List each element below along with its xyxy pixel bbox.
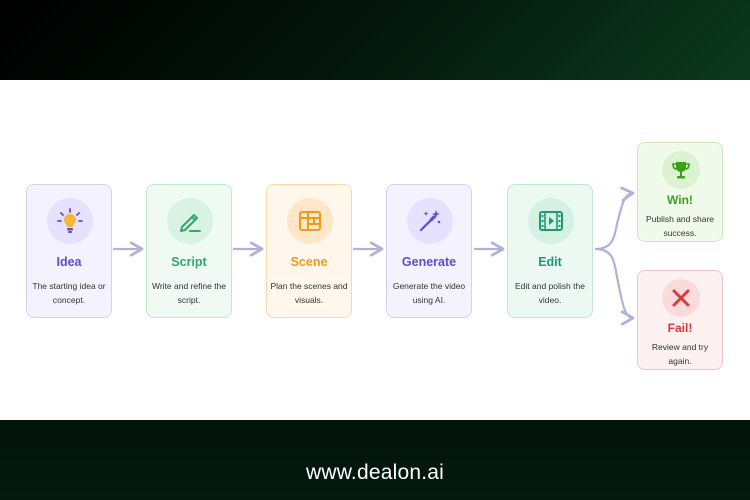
step-card-scene: Scene Plan the scenes and visuals.: [266, 184, 352, 318]
trophy-icon: [672, 162, 690, 179]
outcome-description: Review and try again.: [651, 342, 709, 366]
outcome-card-fail: Fail! Review and try again.: [637, 270, 723, 370]
step-title: Idea: [56, 255, 82, 269]
arrow-edit-to-fail: [594, 247, 635, 326]
bottom-background-band: [0, 420, 750, 500]
step-icon-circle: [167, 198, 213, 244]
outcome-card-win: Win! Publish and share success.: [637, 142, 723, 242]
outcome-description: Publish and share success.: [645, 214, 715, 238]
magic-wand-icon: [419, 210, 441, 232]
step-icon-circle: [407, 198, 453, 244]
layout-icon: [299, 211, 321, 231]
step-description: Plan the scenes and visuals.: [270, 281, 348, 305]
step-card-idea: Idea The starting idea or concept.: [26, 184, 112, 318]
pencil-icon: [180, 214, 201, 232]
step-title: Scene: [290, 255, 328, 269]
outcome-title: Fail!: [667, 321, 693, 335]
step-description: The starting idea or concept.: [32, 281, 106, 305]
outcome-icon-circle: [662, 151, 700, 189]
step-card-edit: Edit Edit and polish the video.: [507, 184, 593, 318]
step-title: Script: [171, 255, 207, 269]
footer-website-url: www.dealon.ai: [305, 461, 444, 484]
arrow-edit-to-win: [594, 186, 635, 251]
step-icon-circle: [47, 198, 93, 244]
outcome-title: Win!: [667, 193, 693, 207]
step-title: Generate: [401, 255, 457, 269]
step-icon-circle: [528, 198, 574, 244]
step-description: Edit and polish the video.: [515, 281, 585, 305]
film-play-icon: [539, 211, 563, 231]
lightbulb-icon: [57, 208, 83, 233]
step-description: Generate the video using AI.: [392, 281, 466, 305]
step-card-generate: Generate Generate the video using AI.: [386, 184, 472, 318]
outcome-icon-circle: [662, 279, 700, 317]
x-mark-icon: [672, 289, 690, 307]
step-icon-circle: [287, 198, 333, 244]
step-description: Write and refine the script.: [151, 281, 227, 305]
step-card-script: Script Write and refine the script.: [146, 184, 232, 318]
step-title: Edit: [538, 255, 562, 269]
top-background-band: [0, 0, 750, 80]
